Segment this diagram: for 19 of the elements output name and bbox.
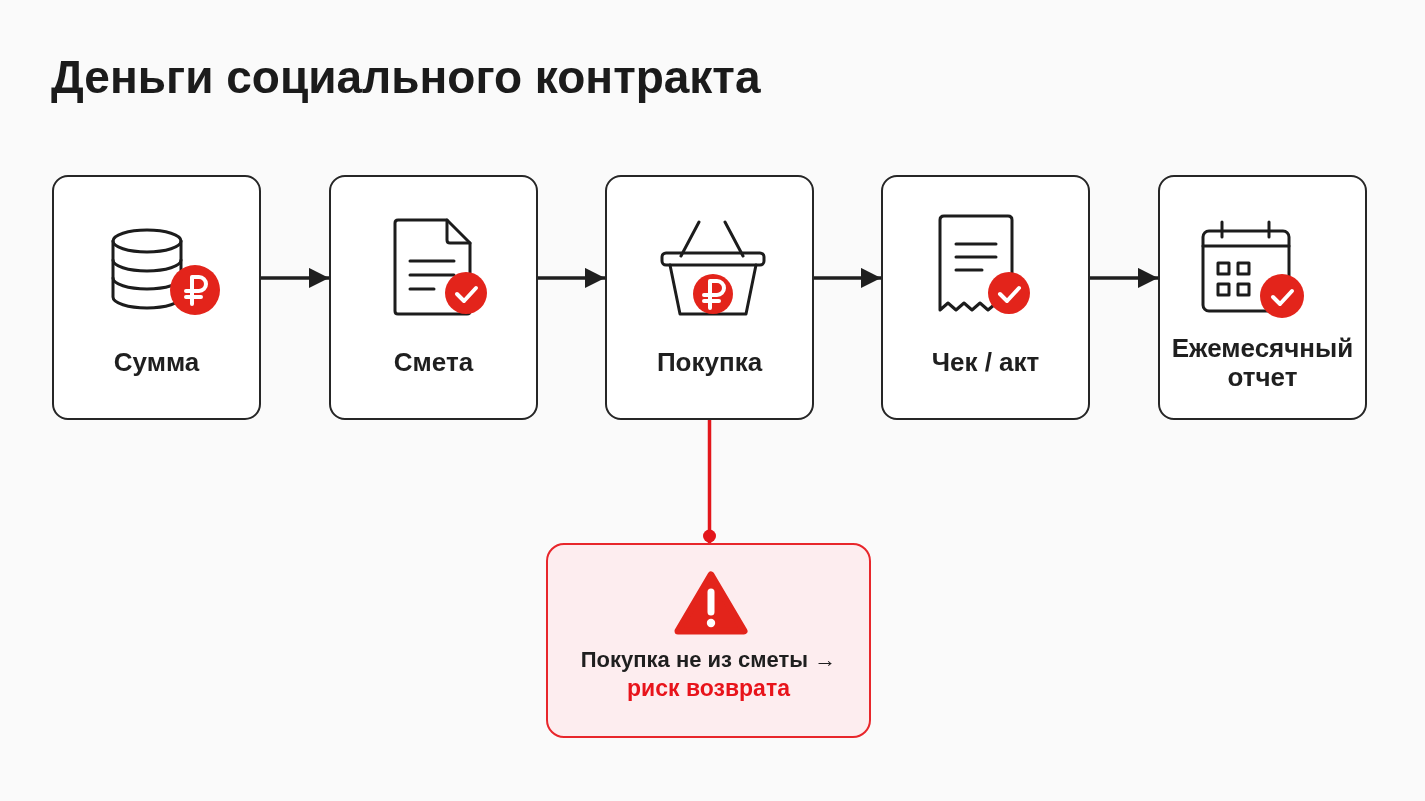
step-label: Чек / акт xyxy=(931,348,1040,377)
arrow xyxy=(1090,267,1158,288)
step-card xyxy=(605,175,814,420)
title: Деньги социального контракта xyxy=(51,50,761,104)
warning-text: Покупка не из сметы → xyxy=(580,646,837,674)
warning-box xyxy=(546,543,871,738)
step-card xyxy=(881,175,1090,420)
arrow xyxy=(538,267,605,288)
step-label: Ежемесячный отчет xyxy=(1170,333,1355,392)
step-card xyxy=(52,175,261,420)
step-label: Сумма xyxy=(113,348,200,377)
step-label: Покупка xyxy=(656,348,763,377)
connector-line xyxy=(703,420,716,543)
step-card xyxy=(329,175,538,420)
step-card xyxy=(1158,175,1367,420)
step-label: Смета xyxy=(393,348,474,377)
arrow xyxy=(261,267,329,288)
arrow xyxy=(814,267,881,288)
warning-text: риск возврата xyxy=(627,674,790,703)
